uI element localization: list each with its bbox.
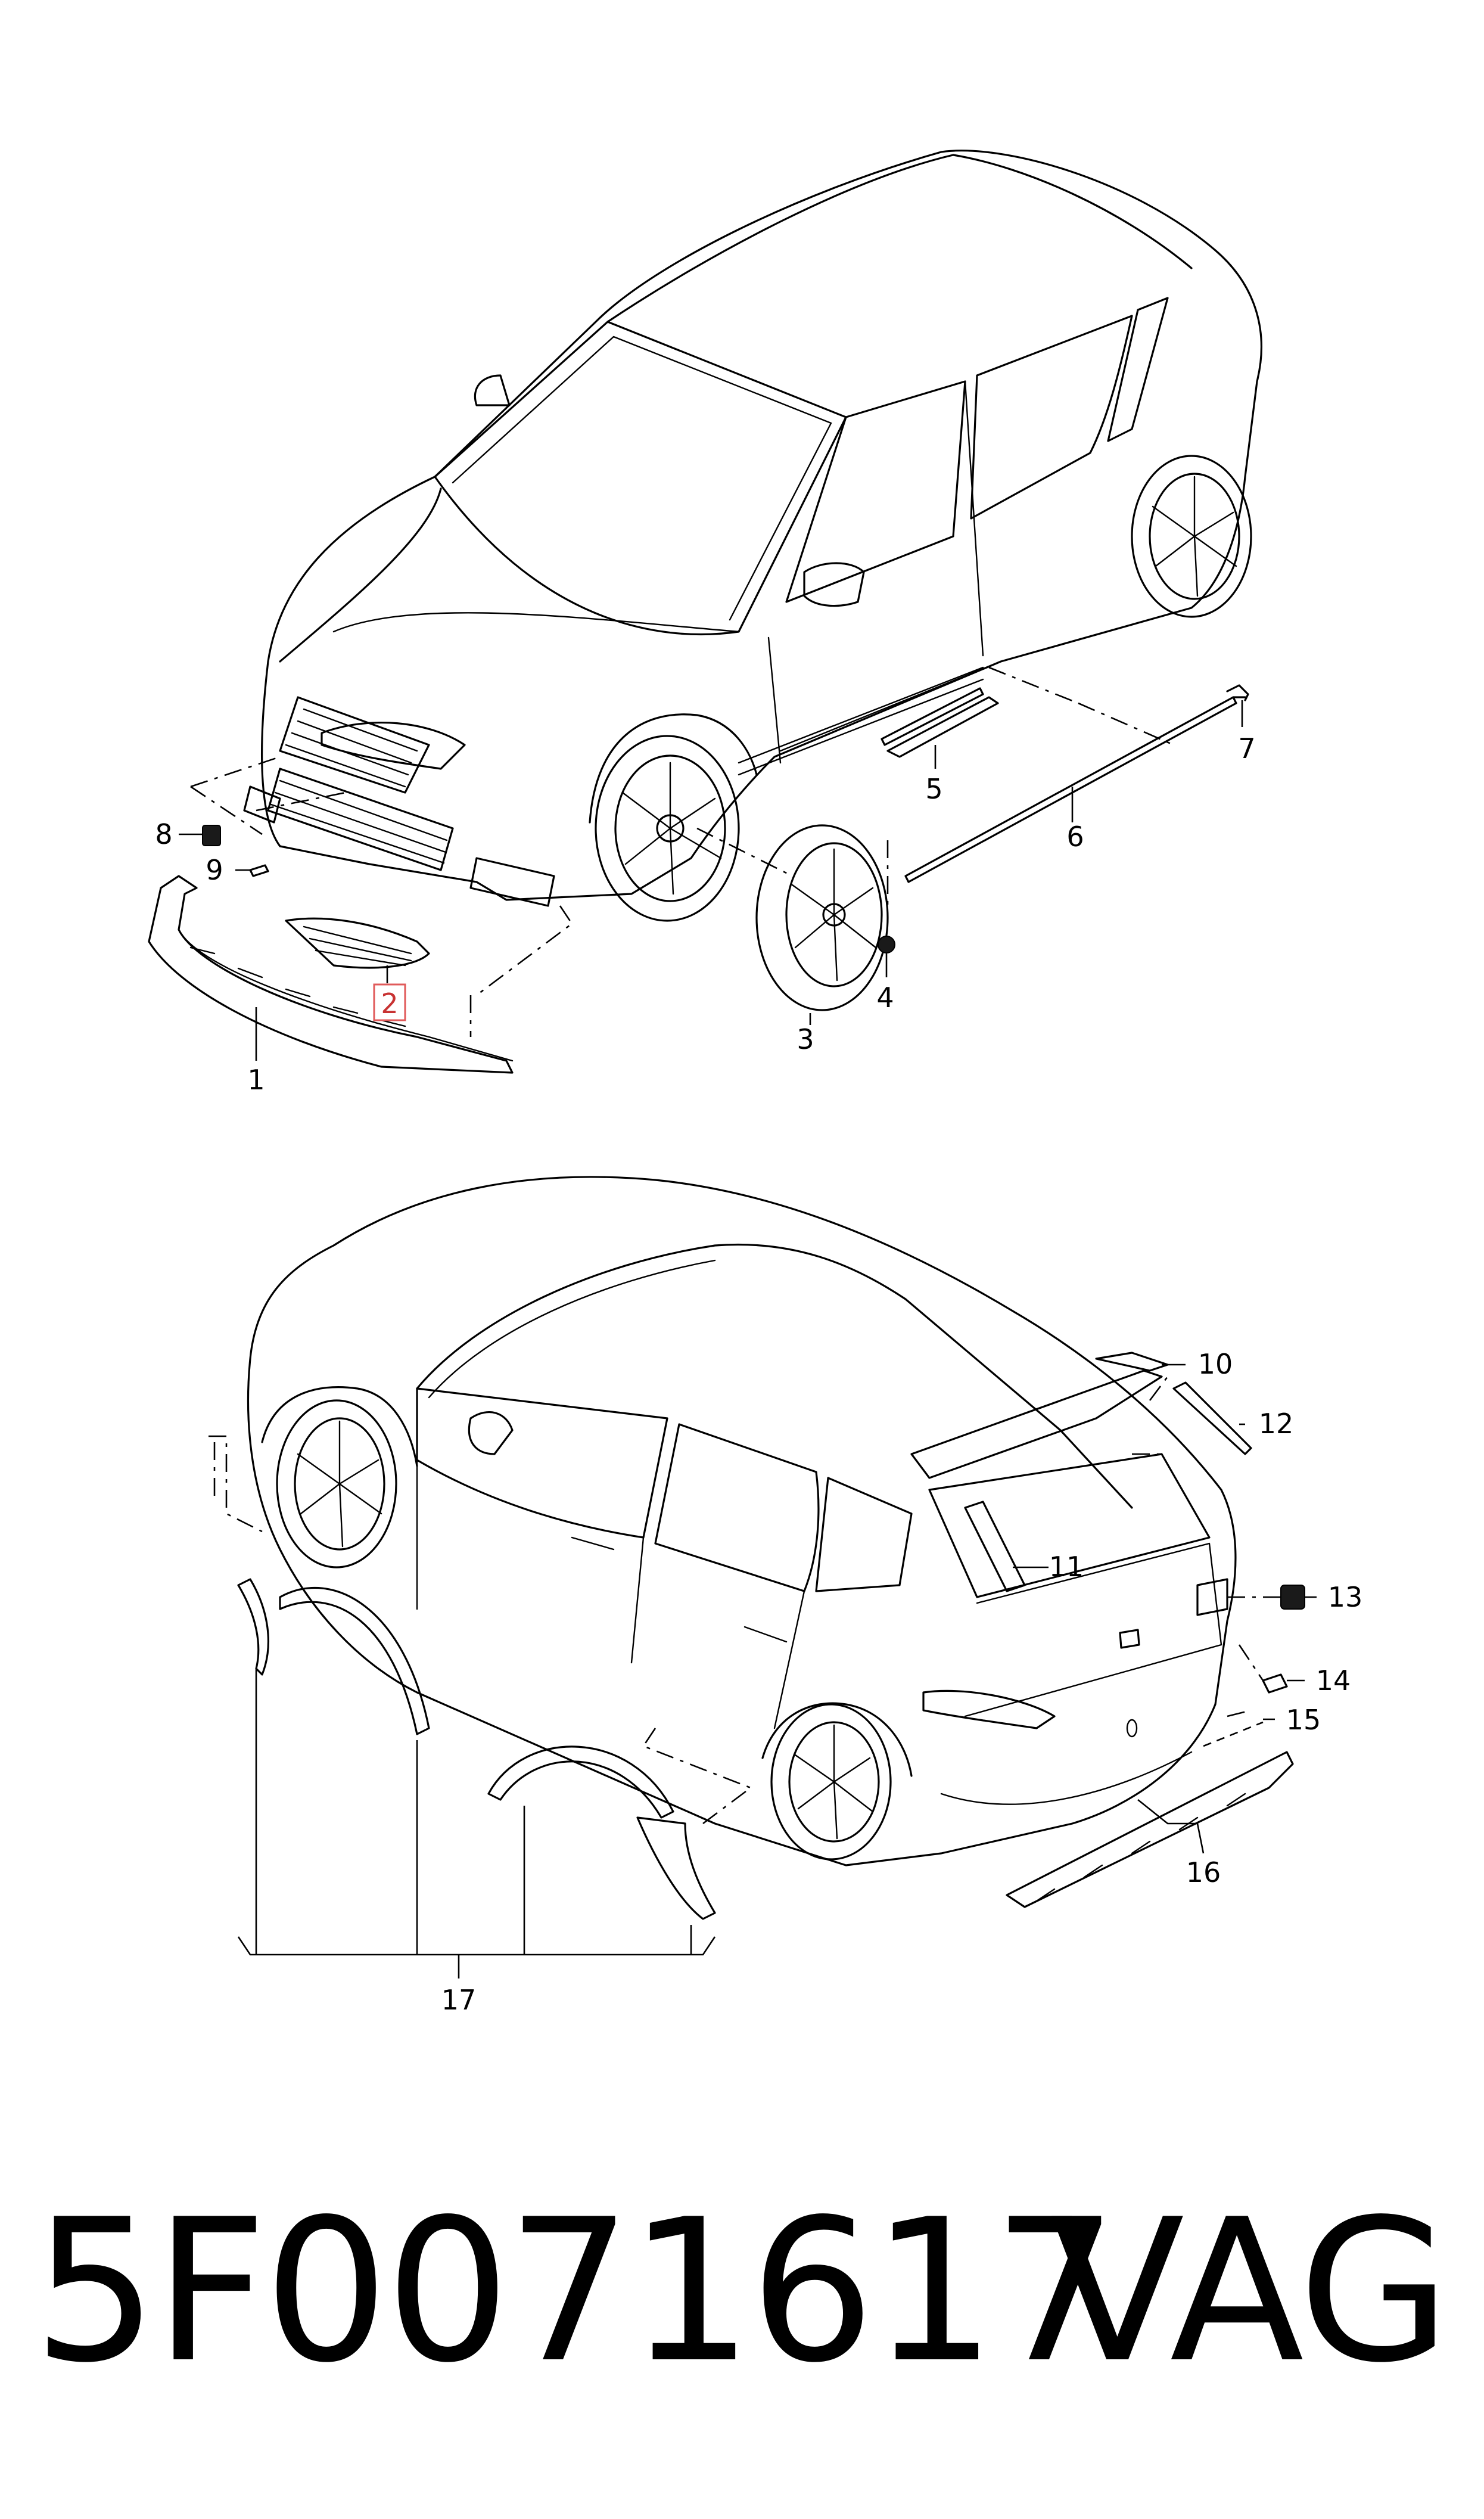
footer: 5F0071617 VAG — [0, 2193, 1484, 2443]
part-wheel — [755, 824, 889, 1011]
front-view-car — [243, 150, 1262, 922]
callout-12[interactable]: 12 — [1259, 1408, 1294, 1440]
front-leader-lines — [179, 666, 1243, 1061]
part-roof-spoiler — [910, 1369, 1163, 1479]
callout-11[interactable]: 11 — [1049, 1551, 1084, 1583]
rear-leader-lines — [209, 1363, 1317, 1978]
callout-6[interactable]: 6 — [1066, 821, 1084, 853]
part-clip-9 — [249, 864, 269, 877]
highlight-box-2 — [373, 983, 406, 1021]
part-clips-row — [1203, 1721, 1264, 1747]
callout-4[interactable]: 4 — [876, 981, 894, 1014]
callout-16[interactable]: 16 — [1186, 1856, 1221, 1889]
part-rear-diffuser — [1006, 1751, 1294, 1908]
callout-14[interactable]: 14 — [1316, 1664, 1351, 1697]
callout-2[interactable]: 2 — [381, 987, 398, 1020]
rear-loose-parts — [237, 1352, 1305, 1920]
rear-view-car — [247, 1176, 1237, 1866]
part-door-trim — [886, 696, 999, 758]
part-arch-ext-1 — [237, 1578, 270, 1676]
callout-15[interactable]: 15 — [1286, 1704, 1321, 1736]
part-side-blade — [1172, 1381, 1252, 1455]
parts-diagram: 2 1 3 4 5 6 7 8 9 10 11 12 13 14 15 16 1… — [148, 150, 1362, 2016]
part-number: 5F0071617 — [33, 2177, 1118, 2406]
part-sill-strip — [904, 696, 1237, 883]
part-emblem — [1262, 1673, 1288, 1694]
part-spoiler-fin — [964, 1501, 1026, 1592]
callout-labels: 2 1 3 4 5 6 7 8 9 10 11 12 13 14 15 16 1… — [155, 732, 1362, 2016]
part-bolt-cap — [878, 936, 895, 953]
callout-1[interactable]: 1 — [247, 1064, 265, 1096]
brand-label: VAG — [1050, 2177, 1451, 2406]
part-clip-8 — [202, 825, 221, 846]
part-badge — [1280, 1585, 1305, 1610]
callout-10[interactable]: 10 — [1198, 1348, 1233, 1380]
part-front-spoiler — [148, 875, 514, 1074]
callout-17[interactable]: 17 — [441, 1984, 477, 2016]
callout-3[interactable]: 3 — [797, 1023, 814, 1055]
front-loose-parts — [148, 684, 1249, 1074]
part-arch-ext-2 — [279, 1587, 430, 1735]
callout-13[interactable]: 13 — [1328, 1581, 1363, 1613]
callout-8[interactable]: 8 — [155, 818, 172, 850]
part-arch-ext-3 — [487, 1745, 674, 1819]
callout-5[interactable]: 5 — [925, 773, 942, 805]
callout-9[interactable]: 9 — [206, 854, 223, 886]
part-arch-ext-4 — [636, 1816, 716, 1920]
part-clip — [1226, 684, 1249, 701]
part-vent-grille — [285, 917, 430, 969]
callout-7[interactable]: 7 — [1238, 732, 1255, 765]
